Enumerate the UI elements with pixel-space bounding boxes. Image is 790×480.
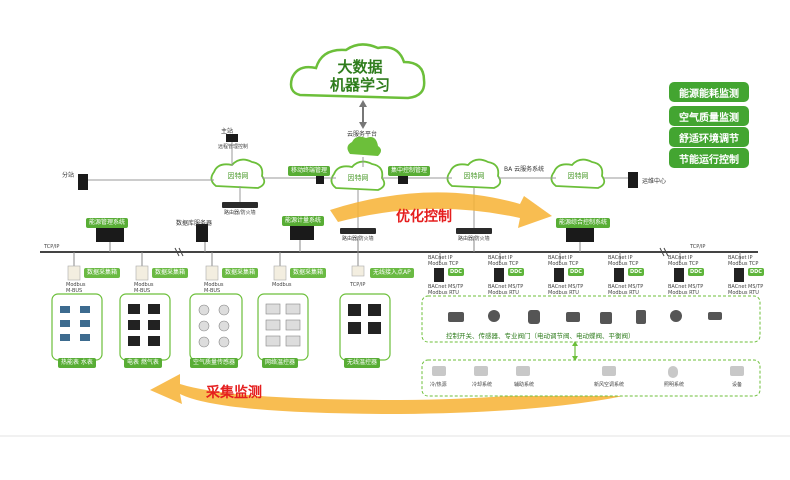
bacnet-bottom-3: BACnet MS/TP Modbus RTU bbox=[548, 284, 584, 296]
ba-cloud-label: BA 云服务系统 bbox=[504, 166, 545, 173]
ba-integrated-label: 能源综合控制系统 bbox=[556, 218, 611, 228]
bacnet-bottom-2: BACnet MS/TP Modbus RTU bbox=[488, 284, 524, 296]
bacnet-bottom-1: BACnet MS/TP Modbus RTU bbox=[428, 284, 464, 296]
ba-devices-text: 控制开关、传感器、专业阀门（电动调节阀、电动蝶阀、平衡阀） bbox=[446, 332, 635, 340]
bacnet-top-6: BACnet IP Modbus TCP bbox=[728, 255, 759, 267]
tcp-right-label: TCP/IP bbox=[690, 244, 706, 250]
optimize-control-label: 优化控制 bbox=[396, 209, 452, 225]
ba-system-label-6: 设备 bbox=[732, 382, 743, 388]
side-button-saving: 节能运行控制 bbox=[669, 148, 749, 168]
ddc-badge-3: DDC bbox=[568, 268, 584, 276]
tcp-left-label: TCP/IP bbox=[44, 244, 60, 250]
ddc-badge-5: DDC bbox=[688, 268, 704, 276]
ba-system-label-4: 新风空调系统 bbox=[594, 382, 625, 388]
remote-center-label: 运维中心 bbox=[642, 178, 667, 185]
collector-label-4: 数据采集箱 bbox=[290, 268, 327, 278]
cloud-platform-label: 云服务平台 bbox=[347, 131, 378, 138]
net-cloud-label-1: 因特网 bbox=[227, 172, 249, 180]
optimize-arrow-shape bbox=[330, 192, 552, 228]
collector-label-1: 数据采集箱 bbox=[84, 268, 121, 278]
bacnet-top-2: BACnet IP Modbus TCP bbox=[488, 255, 519, 267]
router-label-1: 路由器/防火墙 bbox=[224, 210, 256, 216]
main-station-sub-label: 远程管理控制 bbox=[218, 144, 249, 150]
ba-system-label-3: 辅助系统 bbox=[514, 382, 535, 388]
bacnet-bottom-5: BACnet MS/TP Modbus RTU bbox=[668, 284, 704, 296]
net-cloud-shapes bbox=[210, 158, 606, 191]
bacnet-bottom-6: BACnet MS/TP Modbus RTU bbox=[728, 284, 764, 296]
ddc-badge-2: DDC bbox=[508, 268, 524, 276]
bigdata-line2: 机器学习 bbox=[329, 76, 390, 94]
side-button-energy: 能源能耗监测 bbox=[669, 82, 749, 102]
bacnet-top-4: BACnet IP Modbus TCP bbox=[608, 255, 639, 267]
bigdata-cloud-label: 大数据 机器学习 bbox=[300, 58, 420, 94]
ba-system-label-1: 冷/热源 bbox=[430, 382, 447, 388]
net-cloud-label-3: 因特网 bbox=[463, 172, 485, 180]
side-button-air: 空气质量监测 bbox=[669, 106, 749, 126]
bacnet-top-1: BACnet IP Modbus TCP bbox=[428, 255, 459, 267]
bacnet-bottom-4: BACnet MS/TP Modbus RTU bbox=[608, 284, 644, 296]
collector-label-2: 数据采集箱 bbox=[152, 268, 189, 278]
platform-cloud-shape bbox=[347, 136, 381, 156]
energy-meter-sys-label: 能源计量系统 bbox=[282, 216, 325, 226]
ba-system-label-2: 冷却系统 bbox=[472, 382, 493, 388]
bacnet-top-5: BACnet IP Modbus TCP bbox=[668, 255, 699, 267]
router-label-3: 路由器/防火墙 bbox=[458, 236, 490, 242]
device-group-label-1: 热能表 水表 bbox=[58, 358, 96, 368]
net-cloud-label-2: 因特网 bbox=[347, 174, 369, 182]
bacnet-top-3: BACnet IP Modbus TCP bbox=[548, 255, 579, 267]
device-group-label-2: 电表 燃气表 bbox=[124, 358, 162, 368]
bus-label-5: TCP/IP bbox=[350, 282, 366, 288]
device-group-label-5: 无线温控器 bbox=[344, 358, 381, 368]
bigdata-line1: 大数据 bbox=[337, 58, 383, 76]
db-server-label: 数据库服务器 bbox=[176, 220, 213, 227]
router-label-2: 路由器/防火墙 bbox=[342, 236, 374, 242]
bus-label-2: Modbus M-BUS bbox=[134, 282, 154, 294]
ddc-badge-6: DDC bbox=[748, 268, 764, 276]
mobile-mgmt-label: 移动终端管理 bbox=[288, 166, 331, 176]
net-cloud-label-4: 因特网 bbox=[567, 172, 589, 180]
energy-mgmt-label: 能源管理系统 bbox=[86, 218, 129, 228]
ddc-badge-4: DDC bbox=[628, 268, 644, 276]
wireless-ap-label: 无线接入点AP bbox=[370, 268, 414, 278]
collect-monitor-label: 采集监测 bbox=[206, 385, 262, 401]
bus-label-4: Modbus bbox=[272, 282, 292, 288]
branch-label: 分站 bbox=[62, 172, 75, 179]
ddc-badge-1: DDC bbox=[448, 268, 464, 276]
side-button-comfort: 舒适环境调节 bbox=[669, 127, 749, 147]
bus-label-3: Modbus M-BUS bbox=[204, 282, 224, 294]
device-group-label-3: 空气质量传感器 bbox=[190, 358, 239, 368]
main-station-label: 主站 bbox=[221, 128, 234, 135]
collect-arrow-shape bbox=[150, 362, 700, 414]
device-group-label-4: 网络温控器 bbox=[262, 358, 299, 368]
collector-label-3: 数据采集箱 bbox=[222, 268, 259, 278]
central-ctrl-label: 集中控制管理 bbox=[388, 166, 431, 176]
bigdata-cloud-shape bbox=[289, 43, 426, 100]
ba-system-label-5: 照明系统 bbox=[664, 382, 685, 388]
bus-label-1: Modbus M-BUS bbox=[66, 282, 86, 294]
